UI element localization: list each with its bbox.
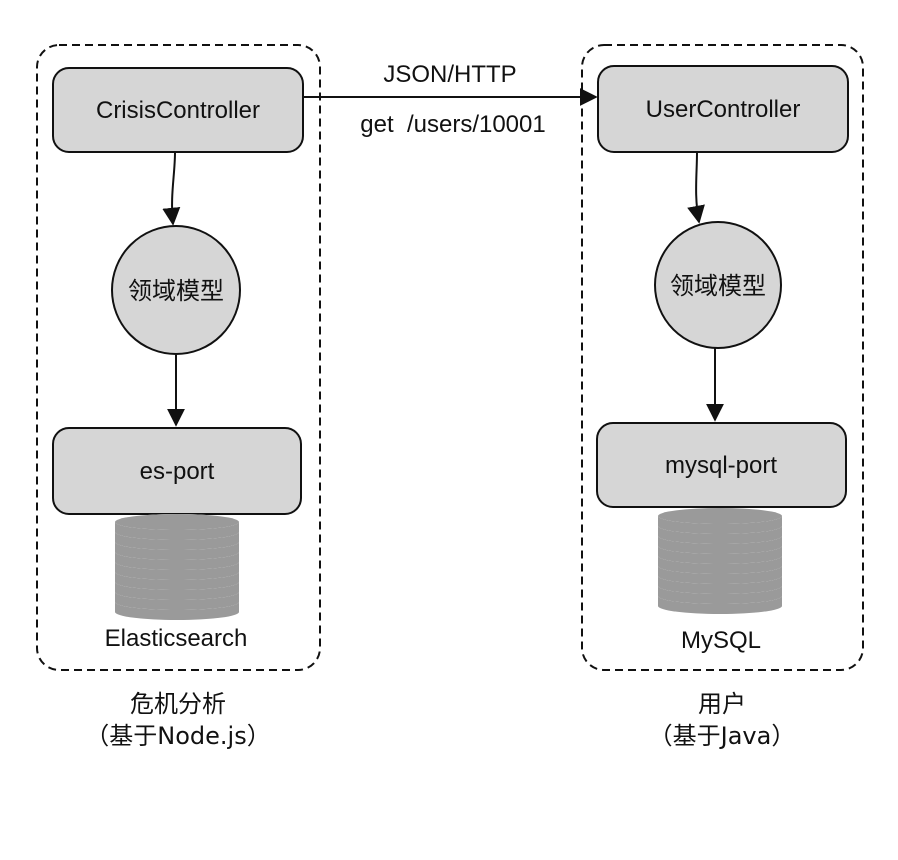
left-service-boundary	[36, 44, 321, 671]
mysql-label: MySQL	[681, 627, 761, 654]
right-controller-to-model-arrow	[687, 151, 705, 224]
right-caption-subtitle: （基于Java）	[648, 722, 796, 750]
mysql-database-icon	[658, 508, 782, 614]
es-port-node: es-port	[52, 427, 302, 515]
right-service-caption: 用户 （基于Java）	[622, 688, 822, 752]
elasticsearch-label: Elasticsearch	[105, 625, 248, 652]
user-controller-node: UserController	[597, 65, 849, 153]
database-top-cap	[115, 514, 239, 530]
right-domain-model-node: 领域模型	[654, 221, 782, 349]
left-service-caption: 危机分析 （基于Node.js）	[78, 688, 278, 752]
mysql-port-label: mysql-port	[665, 452, 777, 479]
right-domain-model-label: 领域模型	[670, 272, 766, 300]
user-controller-label: UserController	[646, 96, 801, 123]
database-top-cap	[658, 508, 782, 524]
elasticsearch-database-icon	[115, 514, 239, 620]
left-domain-model-label: 领域模型	[128, 277, 224, 305]
request-path-label: get /users/10001	[360, 111, 545, 138]
crisis-controller-label: CrisisController	[96, 97, 260, 124]
left-caption-title: 危机分析	[130, 690, 226, 718]
crisis-controller-node: CrisisController	[52, 67, 304, 153]
left-caption-subtitle: （基于Node.js）	[85, 722, 271, 750]
es-port-label: es-port	[140, 458, 215, 485]
left-controller-to-model-arrow	[162, 151, 181, 226]
right-caption-title: 用户	[698, 690, 746, 718]
left-domain-model-node: 领域模型	[111, 225, 241, 355]
right-service-boundary	[581, 44, 864, 671]
mysql-port-node: mysql-port	[596, 422, 847, 508]
protocol-label: JSON/HTTP	[383, 61, 516, 88]
